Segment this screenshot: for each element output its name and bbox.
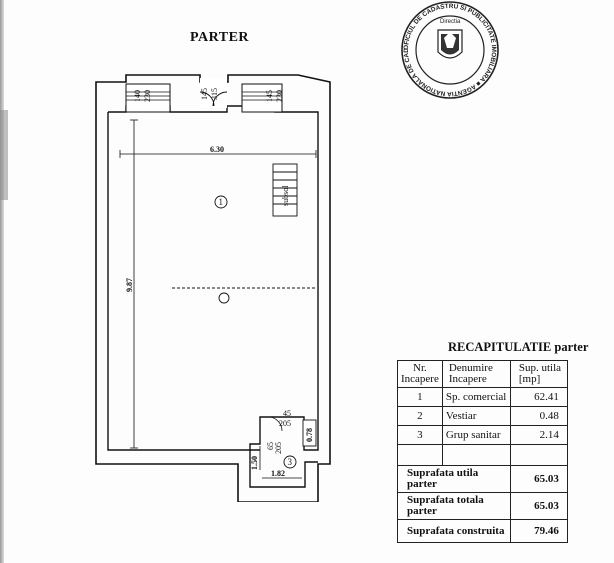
window-right-dim-b: 230 bbox=[275, 90, 284, 102]
length-dim-label: 9.87 bbox=[125, 278, 134, 292]
page-scan-shadow bbox=[0, 110, 8, 200]
stair bbox=[272, 163, 298, 217]
room-3-marker bbox=[283, 455, 297, 469]
wc-height-dim: 1.50 bbox=[250, 456, 259, 470]
coat-of-arms-icon bbox=[437, 29, 463, 59]
entrance-door bbox=[199, 78, 228, 108]
floor-title: PARTER bbox=[190, 30, 250, 45]
table-cell bbox=[441, 444, 511, 466]
room-3-number: 3 bbox=[288, 457, 293, 467]
header-name: Denumire Incapere bbox=[441, 360, 511, 388]
outer-wall bbox=[95, 74, 331, 502]
table-cell: Suprafata construita bbox=[397, 519, 511, 543]
window-left bbox=[125, 83, 171, 113]
table-cell bbox=[397, 444, 443, 466]
length-dimension-line bbox=[130, 119, 138, 449]
table-cell: Grup sanitar bbox=[441, 425, 511, 445]
table-cell: 1 bbox=[397, 387, 443, 407]
centre-marker bbox=[218, 292, 230, 304]
table-cell: Suprafata utila parter bbox=[397, 465, 511, 493]
header-nr: Nr. Incapere bbox=[397, 360, 443, 388]
room-1-marker bbox=[214, 195, 228, 209]
recap-header-row: Nr. Incapere Denumire Incapere Sup. util… bbox=[397, 360, 568, 388]
wc-door-dim-a: 45 bbox=[283, 409, 291, 418]
table-cell: 3 bbox=[397, 425, 443, 445]
stair-label: subsol bbox=[281, 185, 290, 206]
table-cell: 2.14 bbox=[509, 425, 568, 445]
door-dim-a: 145 bbox=[200, 88, 209, 100]
table-cell: 2 bbox=[397, 406, 443, 426]
room-1-number: 1 bbox=[219, 197, 224, 207]
wc-dimension-lines bbox=[259, 446, 302, 479]
wc-door-arc bbox=[269, 416, 283, 432]
wc-door2-dim-a: 65 bbox=[266, 442, 275, 450]
table-row: 2 Vestiar 0.48 bbox=[397, 406, 568, 426]
table-cell: Vestiar bbox=[441, 406, 511, 426]
total-row: Suprafata construita 79.46 bbox=[397, 519, 568, 543]
table-row: 1 Sp. comercial 62.41 bbox=[397, 387, 568, 407]
width-dim-label: 6.30 bbox=[210, 145, 224, 154]
recap-table: Nr. Incapere Denumire Incapere Sup. util… bbox=[397, 360, 568, 543]
table-cell: 65.03 bbox=[509, 465, 568, 493]
table-cell: 0.48 bbox=[509, 406, 568, 426]
stamp-inner-text: Directia bbox=[440, 19, 461, 25]
table-cell: 65.03 bbox=[509, 492, 568, 520]
page-scan-edge bbox=[0, 0, 4, 563]
table-cell bbox=[509, 444, 568, 466]
cadastre-stamp: OFICIUL DE CADASTRU SI PUBLICITATE IMOBI… bbox=[392, 0, 499, 99]
wc-door-dim-b: 205 bbox=[279, 419, 291, 428]
table-cell: 62.41 bbox=[509, 387, 568, 407]
wc-door2-dim-b: 205 bbox=[274, 442, 283, 454]
empty-row bbox=[397, 444, 568, 466]
width-dimension-line bbox=[119, 150, 317, 158]
recap-title: RECAPITULATIE parter bbox=[448, 340, 589, 354]
table-cell: Sp. comercial bbox=[441, 387, 511, 407]
total-row: Suprafata totala parter 65.03 bbox=[397, 492, 568, 520]
wc-width-dim: 1.82 bbox=[271, 469, 285, 478]
wc-depth-dim: 0.78 bbox=[305, 428, 314, 442]
window-right bbox=[241, 83, 283, 113]
total-row: Suprafata utila parter 65.03 bbox=[397, 465, 568, 493]
inner-wall bbox=[108, 105, 319, 488]
header-area: Sup. utila [mp] bbox=[509, 360, 568, 388]
floor-plan: 140 230 145 315 145 230 6.30 9.87 subsol… bbox=[95, 74, 331, 502]
inner-wall-left bbox=[107, 112, 260, 451]
window-left-dim-a: 140 bbox=[133, 90, 142, 102]
wc-small-closet bbox=[302, 419, 317, 447]
table-cell: 79.46 bbox=[509, 519, 568, 543]
table-cell: Suprafata totala parter bbox=[397, 492, 511, 520]
window-right-dim-a: 145 bbox=[265, 90, 274, 102]
door-dim-b: 315 bbox=[210, 88, 219, 100]
table-row: 3 Grup sanitar 2.14 bbox=[397, 425, 568, 445]
window-left-dim-b: 230 bbox=[143, 90, 152, 102]
